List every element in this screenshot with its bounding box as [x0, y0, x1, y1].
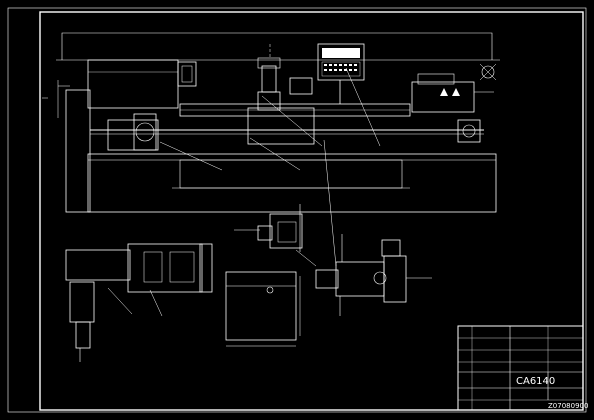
detail-view-tool-turret: [65, 243, 213, 362]
key: [329, 69, 332, 71]
feed-gearbox: [107, 119, 159, 151]
cover-plate-hole: [266, 286, 274, 294]
turret-end-plate: [199, 243, 213, 293]
outer-border: [7, 7, 587, 413]
cover-plate: [225, 271, 297, 341]
left-stand: [65, 89, 91, 213]
apron-motor: [133, 113, 157, 151]
cross-slide-motor-cap: [257, 57, 281, 69]
sheet-border: [7, 7, 587, 413]
tailstock-arrow-mark: [440, 88, 448, 96]
handwheel-spoke: [479, 63, 497, 81]
cross-slide-motor: [261, 65, 277, 93]
title-block-frame: [457, 325, 584, 411]
turret-leader: [149, 289, 163, 317]
drive-housing: [335, 261, 385, 297]
leader-line: [159, 141, 223, 171]
key: [324, 69, 327, 71]
spindle-motor-detail: [181, 65, 193, 83]
leader-line: [345, 67, 381, 147]
control-panel-housing: [317, 43, 365, 81]
key: [334, 69, 337, 71]
turret-housing: [127, 243, 203, 293]
detail-view-spindle-drive: [315, 139, 432, 316]
tailstock-handwheel: [481, 65, 495, 79]
drive-top-bracket: [381, 239, 401, 257]
title-block-drawing-number: Z07080900: [548, 402, 588, 410]
drive-bearing: [373, 271, 387, 285]
bracket-flange: [257, 225, 273, 241]
headstock: [87, 59, 179, 109]
key: [344, 69, 347, 71]
detail-view-cover-plate: [225, 271, 301, 347]
control-panel-display: [322, 48, 360, 58]
key: [339, 64, 342, 66]
bracket-leader: [295, 249, 317, 267]
overall-length-dimension: [61, 32, 493, 60]
spindle-motor: [177, 61, 197, 87]
title-block: [457, 325, 584, 411]
carriage-saddle: [247, 107, 315, 145]
inner-border: [39, 11, 584, 411]
turret-leader: [107, 287, 133, 315]
drive-leader: [323, 139, 337, 267]
leader-line: [249, 137, 301, 171]
key: [354, 64, 357, 66]
key: [339, 69, 342, 71]
key: [324, 64, 327, 66]
lathe-assembly-view: [42, 32, 500, 213]
drive-gear-case: [383, 255, 407, 303]
keypad-keys: [324, 64, 357, 71]
key: [334, 64, 337, 66]
drive-input-flange: [315, 269, 339, 289]
tailstock: [411, 81, 475, 113]
key: [354, 69, 357, 71]
detail-view-motor-bracket: [234, 204, 317, 267]
tool-holder: [69, 281, 95, 323]
tailstock-top: [417, 73, 455, 85]
tool-shank: [75, 321, 91, 349]
motor-terminal-box: [289, 77, 313, 95]
turret-motor: [169, 251, 195, 283]
key: [349, 69, 352, 71]
right-bearing-bracket: [457, 119, 481, 143]
key: [349, 64, 352, 66]
tool-post: [257, 91, 281, 111]
control-panel-keypad: [321, 61, 361, 77]
bracket-inner: [277, 221, 297, 243]
right-bearing: [462, 124, 476, 138]
apron-motor-end: [135, 122, 155, 142]
bracket-body: [269, 213, 303, 249]
lathe-base: [87, 153, 497, 213]
turret-gear: [143, 251, 163, 283]
tailstock-arrow-mark: [452, 88, 460, 96]
turret-arm: [65, 249, 131, 281]
title-block-model: CA6140: [516, 376, 555, 387]
key: [344, 64, 347, 66]
leader-line: [261, 95, 323, 147]
key: [329, 64, 332, 66]
